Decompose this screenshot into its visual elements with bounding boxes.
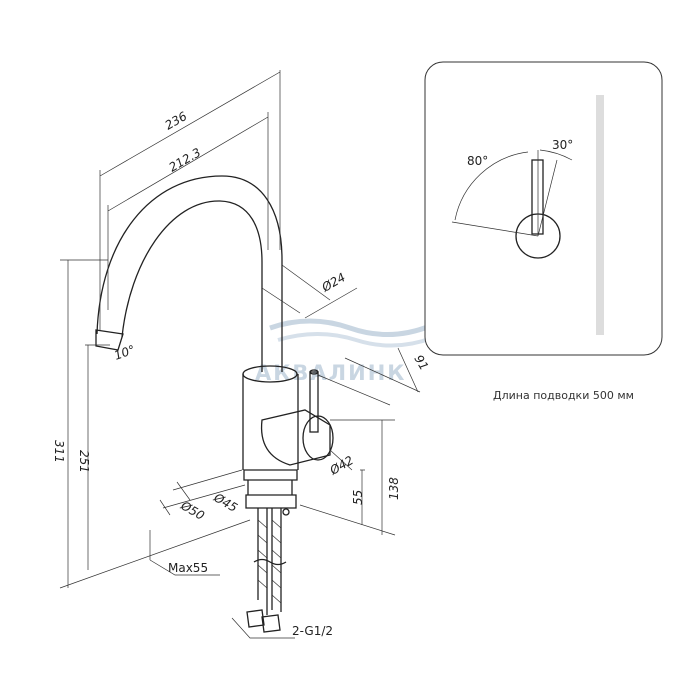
wall-plate xyxy=(596,95,604,335)
angle-right-label: 30° xyxy=(552,138,573,152)
handle-rotation-inset: 80° 30° xyxy=(424,61,663,356)
dim-connection: 2-G1/2 xyxy=(292,624,333,638)
dim-reach-spout: 212.3 xyxy=(167,145,204,174)
dim-spout-height: 251 xyxy=(77,450,91,473)
dim-max-countertop: Max55 xyxy=(168,561,208,575)
dim-handle-depth: 91 xyxy=(411,353,431,373)
dim-total-height: 311 xyxy=(52,440,66,463)
dim-reach-total: 236 xyxy=(163,109,190,133)
watermark-logo: АКВАЛИНК xyxy=(255,318,433,385)
dimension-lines xyxy=(59,70,421,639)
dim-base-height: 55 xyxy=(351,490,365,505)
angle-left-label: 80° xyxy=(467,154,488,168)
dim-body-height: 138 xyxy=(387,477,401,500)
dim-body-diameter: Ø42 xyxy=(327,453,356,478)
faucet-spout xyxy=(95,175,283,372)
dim-spout-diameter: Ø24 xyxy=(319,270,348,295)
dim-base-diameter-outer: Ø50 xyxy=(178,498,208,523)
dim-spout-angle: 10° xyxy=(112,342,137,362)
faucet-body xyxy=(242,365,334,633)
hose-length-caption: Длина подводки 500 мм xyxy=(493,389,634,402)
